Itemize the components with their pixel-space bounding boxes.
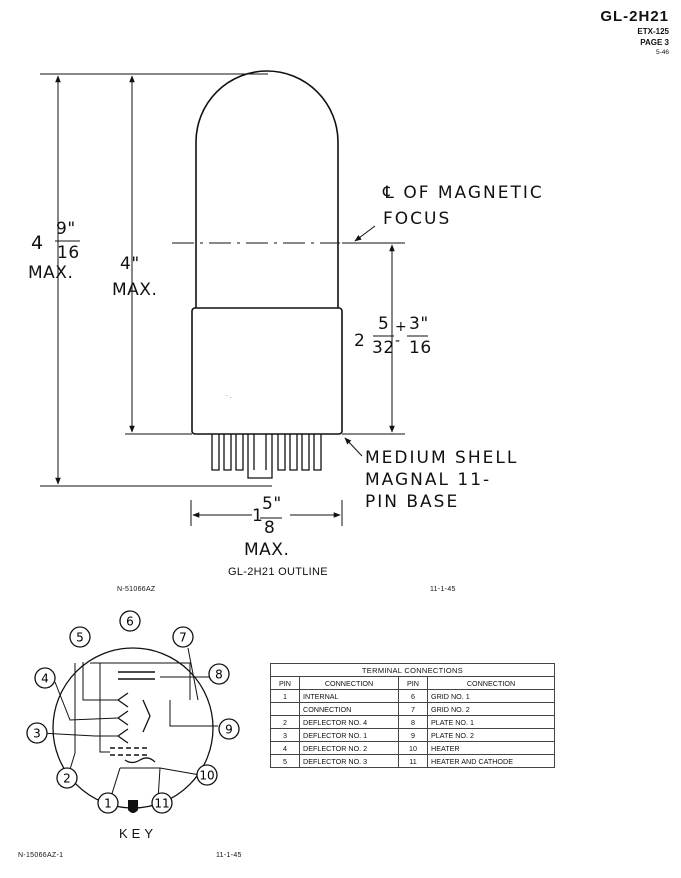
focus-label-line2: FOCUS (383, 209, 452, 229)
pin-number-label: 4 (41, 672, 49, 686)
table-row: 2 DEFLECTOR NO. 4 8 PLATE NO. 1 (270, 715, 555, 729)
datasheet-date: 5-46 (655, 49, 669, 56)
connection-cell: INTERNAL (299, 689, 399, 703)
pin-number-label: 6 (126, 615, 134, 629)
pin-cell: 1 (270, 689, 300, 703)
focus-dim-den1: 32 (372, 338, 395, 358)
header-pin-b: PIN (398, 676, 428, 690)
connection-cell: HEATER AND CATHODE (427, 754, 555, 768)
outline-date: 11-1-45 (430, 586, 456, 593)
pin-3-marker: 3 (26, 722, 48, 744)
table-row: 1 INTERNAL 6 GRID NO. 1 (270, 689, 555, 703)
focus-dim-sign: + - (395, 319, 408, 349)
connection-cell: PLATE NO. 1 (427, 715, 555, 729)
pin-10-marker: 10 (196, 764, 218, 786)
diameter-numerator: 5" (262, 494, 282, 514)
outline-drawing-number: N-51066AZ (117, 586, 156, 593)
terminal-connections-table: TERMINAL CONNECTIONS PIN CONNECTION PIN … (270, 663, 555, 768)
connection-cell: DEFLECTOR NO. 4 (299, 715, 399, 729)
pin-number-label: 7 (179, 631, 187, 645)
table-row: 5 DEFLECTOR NO. 3 11 HEATER AND CATHODE (270, 754, 555, 768)
basing-date: 11-1-45 (216, 852, 242, 859)
connection-cell: GRID NO. 1 (427, 689, 555, 703)
connection-cell: DEFLECTOR NO. 1 (299, 728, 399, 742)
diameter-denominator: 8 (264, 518, 276, 538)
body-height-max: MAX. (112, 280, 158, 300)
base-label-line3: PIN BASE (365, 492, 460, 512)
overall-height-max: MAX. (28, 263, 74, 283)
pin-number-label: 5 (76, 631, 84, 645)
connection-cell: DEFLECTOR NO. 2 (299, 741, 399, 755)
pin-cell: 7 (398, 702, 428, 716)
pin-cell: 3 (270, 728, 300, 742)
pin-cell (270, 702, 300, 716)
pin-cell: 11 (398, 754, 428, 768)
body-height-value: 4" (120, 254, 140, 274)
pin-7-marker: 7 (172, 626, 194, 648)
overall-height-denominator: 16 (57, 243, 80, 263)
header-connection-a: CONNECTION (299, 676, 399, 690)
pin-number-label: 3 (33, 727, 41, 741)
pin-number-label: 9 (225, 723, 233, 737)
pin-8-marker: 8 (208, 663, 230, 685)
header-connection-b: CONNECTION (427, 676, 555, 690)
pin-cell: 8 (398, 715, 428, 729)
focus-dim-num1: 5 (378, 314, 390, 334)
connection-cell: PLATE NO. 2 (427, 728, 555, 742)
pin-cell: 10 (398, 741, 428, 755)
datasheet-code: ETX-125 (637, 27, 669, 36)
pin-cell: 5 (270, 754, 300, 768)
diameter-whole: 1 (252, 506, 264, 526)
table-row: CONNECTION 7 GRID NO. 2 (270, 702, 555, 716)
pin-9-marker: 9 (218, 718, 240, 740)
key-label: KEY (119, 826, 158, 841)
pin-cell: 9 (398, 728, 428, 742)
pin-number-label: 8 (215, 668, 223, 682)
focus-label-line1: ℄ OF MAGNETIC (383, 183, 544, 203)
header-pin-a: PIN (270, 676, 300, 690)
table-row: 4 DEFLECTOR NO. 2 10 HEATER (270, 741, 555, 755)
pin-cell: 2 (270, 715, 300, 729)
focus-dim-num2: 3" (409, 314, 429, 334)
base-pins (211, 434, 322, 479)
connection-cell: CONNECTION (299, 702, 399, 716)
pin-11-marker: 11 (151, 792, 173, 814)
focus-dim-whole: 2 (354, 331, 366, 351)
pin-number-label: 2 (63, 772, 71, 786)
table-title: TERMINAL CONNECTIONS (270, 663, 555, 677)
diameter-max: MAX. (244, 540, 290, 560)
connection-cell: GRID NO. 2 (427, 702, 555, 716)
pin-1-marker: 1 (97, 792, 119, 814)
svg-text:· .: · . (226, 393, 232, 400)
table-row: 3 DEFLECTOR NO. 1 9 PLATE NO. 2 (270, 728, 555, 742)
overall-height-numerator: 9" (56, 219, 76, 239)
base-label-line2: MAGNAL 11- (365, 470, 492, 490)
key-nub (128, 800, 138, 813)
pin-5-marker: 5 (69, 626, 91, 648)
focus-dim-den2: 16 (409, 338, 432, 358)
connection-cell: HEATER (427, 741, 555, 755)
page-number: PAGE 3 (640, 38, 669, 47)
connection-cell: DEFLECTOR NO. 3 (299, 754, 399, 768)
pin-cell: 6 (398, 689, 428, 703)
pin-cell: 4 (270, 741, 300, 755)
pin-4-marker: 4 (34, 667, 56, 689)
glass-envelope (195, 70, 339, 308)
pin-number-label: 10 (199, 769, 214, 783)
base-shell (191, 307, 343, 435)
outline-caption: GL-2H21 OUTLINE (228, 566, 328, 578)
pin-6-marker: 6 (119, 610, 141, 632)
base-label-line1: MEDIUM SHELL (365, 448, 519, 468)
overall-height-whole: 4 (31, 232, 44, 254)
pin-number-label: 1 (104, 797, 112, 811)
pin-2-marker: 2 (56, 767, 78, 789)
pin-number-label: 11 (154, 797, 169, 811)
datasheet-title: GL-2H21 (600, 8, 669, 25)
basing-drawing-number: N-15066AZ-1 (18, 852, 64, 859)
